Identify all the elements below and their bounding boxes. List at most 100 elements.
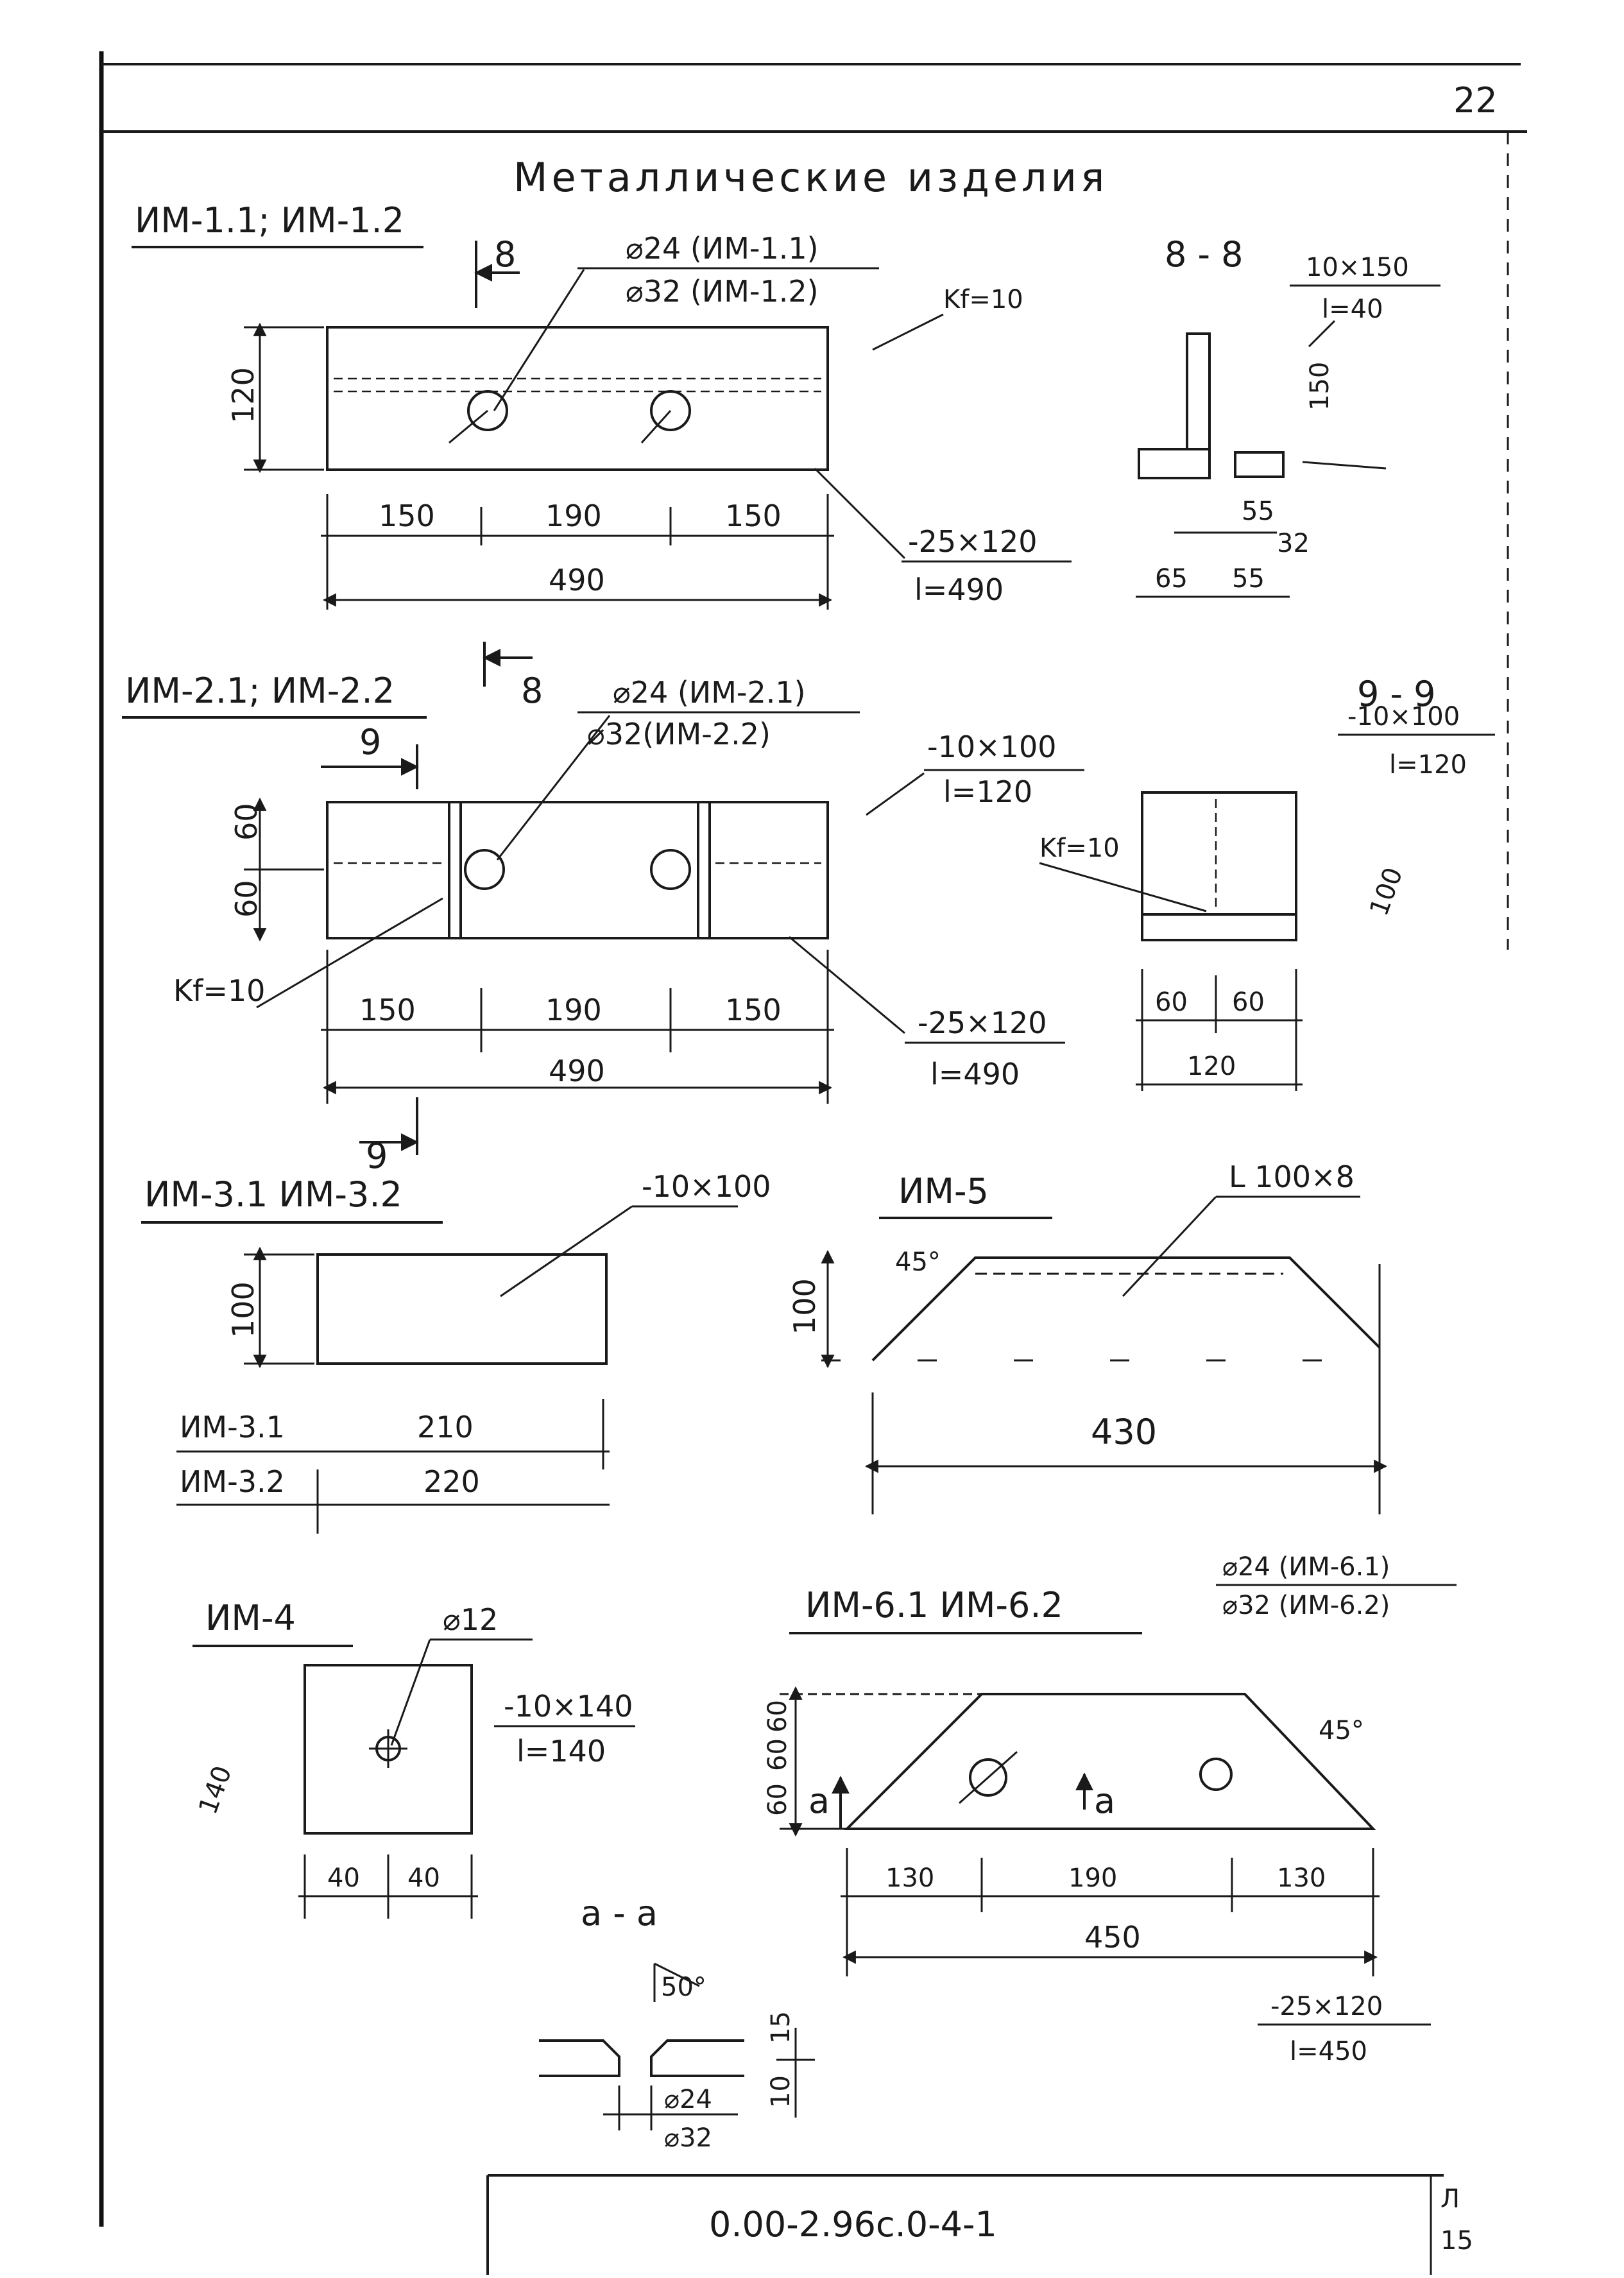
im2-header: ИМ-2.1; ИМ-2.2 (125, 671, 395, 711)
im6-side-dim-3: 60 (763, 1783, 792, 1816)
im1-dim-2: 190 (545, 499, 602, 533)
im6-section-mark-left: a (808, 1781, 830, 1821)
im2-dim-1: 150 (359, 993, 416, 1027)
im2-dim-2: 190 (545, 993, 602, 1027)
im1-dim-3: 150 (725, 499, 782, 533)
im5-angle-profile: L 100×8 (1229, 1160, 1355, 1194)
im5-total: 430 (1091, 1412, 1157, 1452)
sec8-label: 8 - 8 (1165, 234, 1244, 275)
sec8-bottom-dim-2: 55 (1232, 564, 1265, 594)
im2-plate-top: -25×120 (918, 1006, 1047, 1040)
sheet-frame (99, 51, 1527, 2227)
im3-plate-rect (316, 1253, 608, 1365)
sec9-weld: Kf=10 (1039, 834, 1120, 863)
page-number: 22 (1453, 80, 1498, 121)
im2-rib-right (697, 801, 711, 939)
stamp-side-bottom: 15 (1440, 2226, 1473, 2256)
secA-hole-top: ⌀24 (664, 2085, 712, 2114)
sec9-label: 9 - 9 (1357, 674, 1436, 714)
im2-plate-bottom: l=490 (930, 1057, 1020, 1092)
sec8-side: 150 (1305, 362, 1335, 411)
im5-height: 100 (787, 1278, 822, 1335)
secA-dim-2: 10 (766, 2075, 796, 2108)
im4-header: ИМ-4 (205, 1598, 296, 1638)
im2-weld: Kf=10 (173, 973, 265, 1008)
sec9-plate (1141, 791, 1297, 941)
im4-dim-1: 40 (327, 1863, 360, 1893)
im3-row1-label: ИМ-3.1 (180, 1410, 285, 1444)
im6-dim-2: 190 (1068, 1863, 1117, 1893)
im1-dim-1: 150 (379, 499, 435, 533)
im5-angle (871, 1256, 1381, 1362)
im6-plate-bottom: l=450 (1290, 2037, 1367, 2066)
im1-hole-left (467, 390, 508, 431)
page-title: Металлические изделия (513, 154, 1108, 201)
secA-left-part (539, 2039, 620, 2077)
im2-hole-left (464, 849, 505, 890)
im1-hole-right (650, 390, 691, 431)
im6-header: ИМ-6.1 ИМ-6.2 (805, 1585, 1063, 1625)
sec9-dim-1: 60 (1155, 988, 1188, 1017)
im3-header: ИМ-3.1 ИМ-3.2 (144, 1174, 402, 1215)
im6-dim-3: 130 (1277, 1863, 1326, 1893)
sec8-dim-1: 55 (1242, 497, 1274, 526)
im6-hole-top: ⌀24 (ИМ-6.1) (1222, 1552, 1390, 1582)
im1-weld: Kf=10 (943, 285, 1023, 314)
im6-plate-top: -25×120 (1270, 1992, 1383, 2021)
im6-side-dim-1: 60 (763, 1700, 792, 1733)
im4-plate-top: -10×140 (504, 1689, 633, 1724)
im1-hole-bottom: ⌀32 (ИМ-1.2) (626, 274, 819, 309)
im1-plate (326, 326, 829, 471)
im1-hole-top: ⌀24 (ИМ-1.1) (626, 231, 819, 266)
im6-total: 450 (1084, 1920, 1141, 1955)
im6-side-dim-2: 60 (763, 1738, 792, 1771)
secA-right-part (650, 2039, 744, 2077)
im2-dim-3: 150 (725, 993, 782, 1027)
im6-plate (844, 1693, 1376, 1830)
im6-hole-bottom: ⌀32 (ИМ-6.2) (1222, 1591, 1390, 1620)
im3-drawing: ИМ-3.1 ИМ-3.2 -10×100 100 ИМ-3.1 210 ИМ-… (141, 1169, 771, 1534)
sec9-note-bottom: l=120 (1389, 750, 1467, 780)
secA-angle: 50° (661, 1973, 706, 2002)
im2-hole-top: ⌀24 (ИМ-2.1) (613, 675, 806, 710)
im2-drawing: 8 ИМ-2.1; ИМ-2.2 ⌀24 (ИМ-2.1) ⌀32(ИМ-2.2… (122, 642, 1436, 1176)
im6-hole-left (969, 1758, 1007, 1797)
sec9-note-top: -10×100 (1347, 702, 1460, 732)
im4-drawing: ИМ-4 ⌀12 -10×140 l=140 140 40 40 (192, 1598, 635, 1919)
secA-hole-bottom: ⌀32 (664, 2123, 712, 2153)
im2-plate (326, 801, 829, 939)
im1-total: 490 (549, 563, 605, 597)
im6-drawing: ИМ-6.1 ИМ-6.2 ⌀24 (ИМ-6.1) ⌀32 (ИМ-6.2) … (763, 1552, 1457, 2066)
im6-angle: 45° (1319, 1716, 1364, 1745)
im5-drawing: ИМ-5 L 100×8 45° 100 430 (787, 1160, 1388, 1514)
im1-plate-top: -25×120 (908, 524, 1037, 559)
im2-side-dim-1: 60 (229, 803, 264, 841)
im4-hole: ⌀12 (443, 1602, 498, 1637)
im6-hole-right (1199, 1758, 1233, 1791)
im3-row2-value: 220 (423, 1464, 480, 1499)
im1-plate-bottom: l=490 (914, 572, 1004, 607)
im2-hole-bottom: ⌀32(ИМ-2.2) (587, 717, 771, 751)
stamp-side-top: Л (1440, 2184, 1460, 2214)
sec9-total: 120 (1187, 1052, 1236, 1081)
im2-hole-right (650, 849, 691, 890)
im1-drawing: ИМ-1.1; ИМ-1.2 8 ⌀24 (ИМ-1.1) ⌀32 (ИМ-1.… (132, 200, 1072, 610)
im2-rib-bottom: l=120 (943, 775, 1032, 809)
sec8-note-bottom: l=40 (1322, 295, 1383, 324)
im3-height: 100 (226, 1281, 261, 1338)
im4-plate (303, 1664, 473, 1835)
sec8-note-top: 10×150 (1306, 253, 1409, 282)
im2-side-dim-2: 60 (229, 880, 264, 918)
im1-header: ИМ-1.1; ИМ-1.2 (135, 200, 404, 241)
im2-rib-top: -10×100 (927, 730, 1056, 764)
sec8-bottom-dim-1: 65 (1155, 564, 1188, 594)
secA-dim-1: 15 (766, 2011, 796, 2044)
im5-header: ИМ-5 (898, 1171, 989, 1212)
im4-plate-bottom: l=140 (517, 1734, 606, 1768)
im6-dim-1: 130 (885, 1863, 934, 1893)
sec9-dim-2: 60 (1232, 988, 1265, 1017)
im4-dim-2: 40 (407, 1863, 440, 1893)
stamp-code: 0.00-2.96с.0-4-1 (709, 2204, 997, 2245)
sec8-dim-2: 32 (1277, 529, 1310, 558)
